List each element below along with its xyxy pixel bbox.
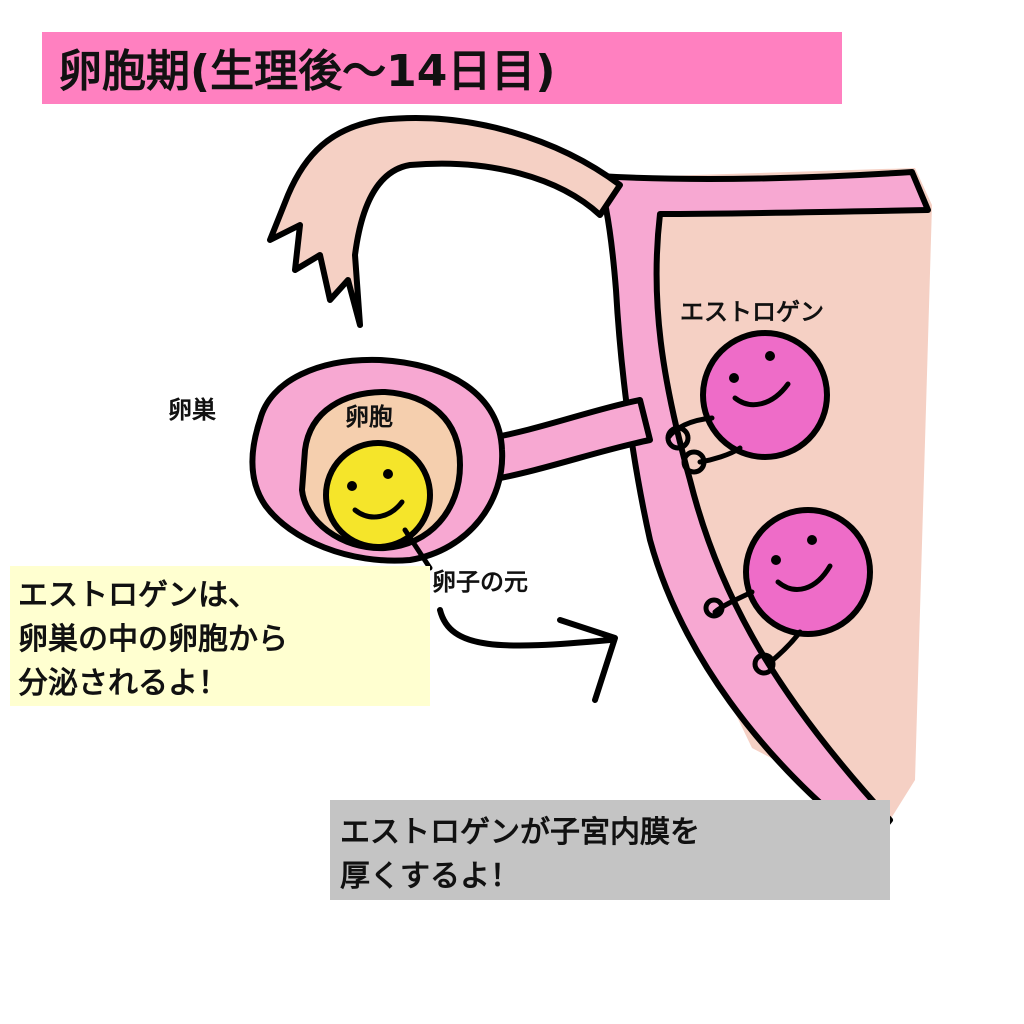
arrow-head (557, 617, 618, 703)
title-banner: 卵胞期(生理後〜14日目) (42, 32, 842, 104)
uterus-wall (600, 168, 932, 820)
left-note-line-3: 分泌されるよ！ (18, 666, 228, 701)
egg-smiley (323, 440, 433, 550)
estrogen-label: エストロゲン (680, 298, 824, 326)
left-note-line-1: エストロゲンは、 (18, 578, 258, 613)
title-background (42, 32, 842, 104)
estrogen-ball-1 (665, 330, 830, 475)
bottom-note-line-1: エストロゲンが子宮内膜を (340, 815, 700, 850)
ovarian-ligament (477, 397, 653, 483)
estrogen-ball-2 (703, 507, 873, 676)
curved-arrow (437, 607, 613, 649)
page-title: 卵胞期(生理後〜14日目) (58, 46, 555, 97)
ovary-label: 卵巣 (168, 396, 217, 424)
bottom-note-box: エストロゲンが子宮内膜を 厚くするよ！ (330, 800, 890, 900)
fallopian-tube (267, 115, 623, 328)
left-note-line-2: 卵巣の中の卵胞から (18, 622, 288, 657)
bottom-note-line-2: 厚くするよ！ (340, 859, 520, 894)
egg-origin-label: 卵子の元 (432, 568, 528, 596)
left-note-box: エストロゲンは、 卵巣の中の卵胞から 分泌されるよ！ (10, 566, 430, 706)
follicle-label: 卵胞 (345, 403, 393, 431)
left-note-background (10, 566, 430, 706)
bottom-note-background (330, 800, 890, 900)
egg-pointer-line (402, 527, 433, 571)
